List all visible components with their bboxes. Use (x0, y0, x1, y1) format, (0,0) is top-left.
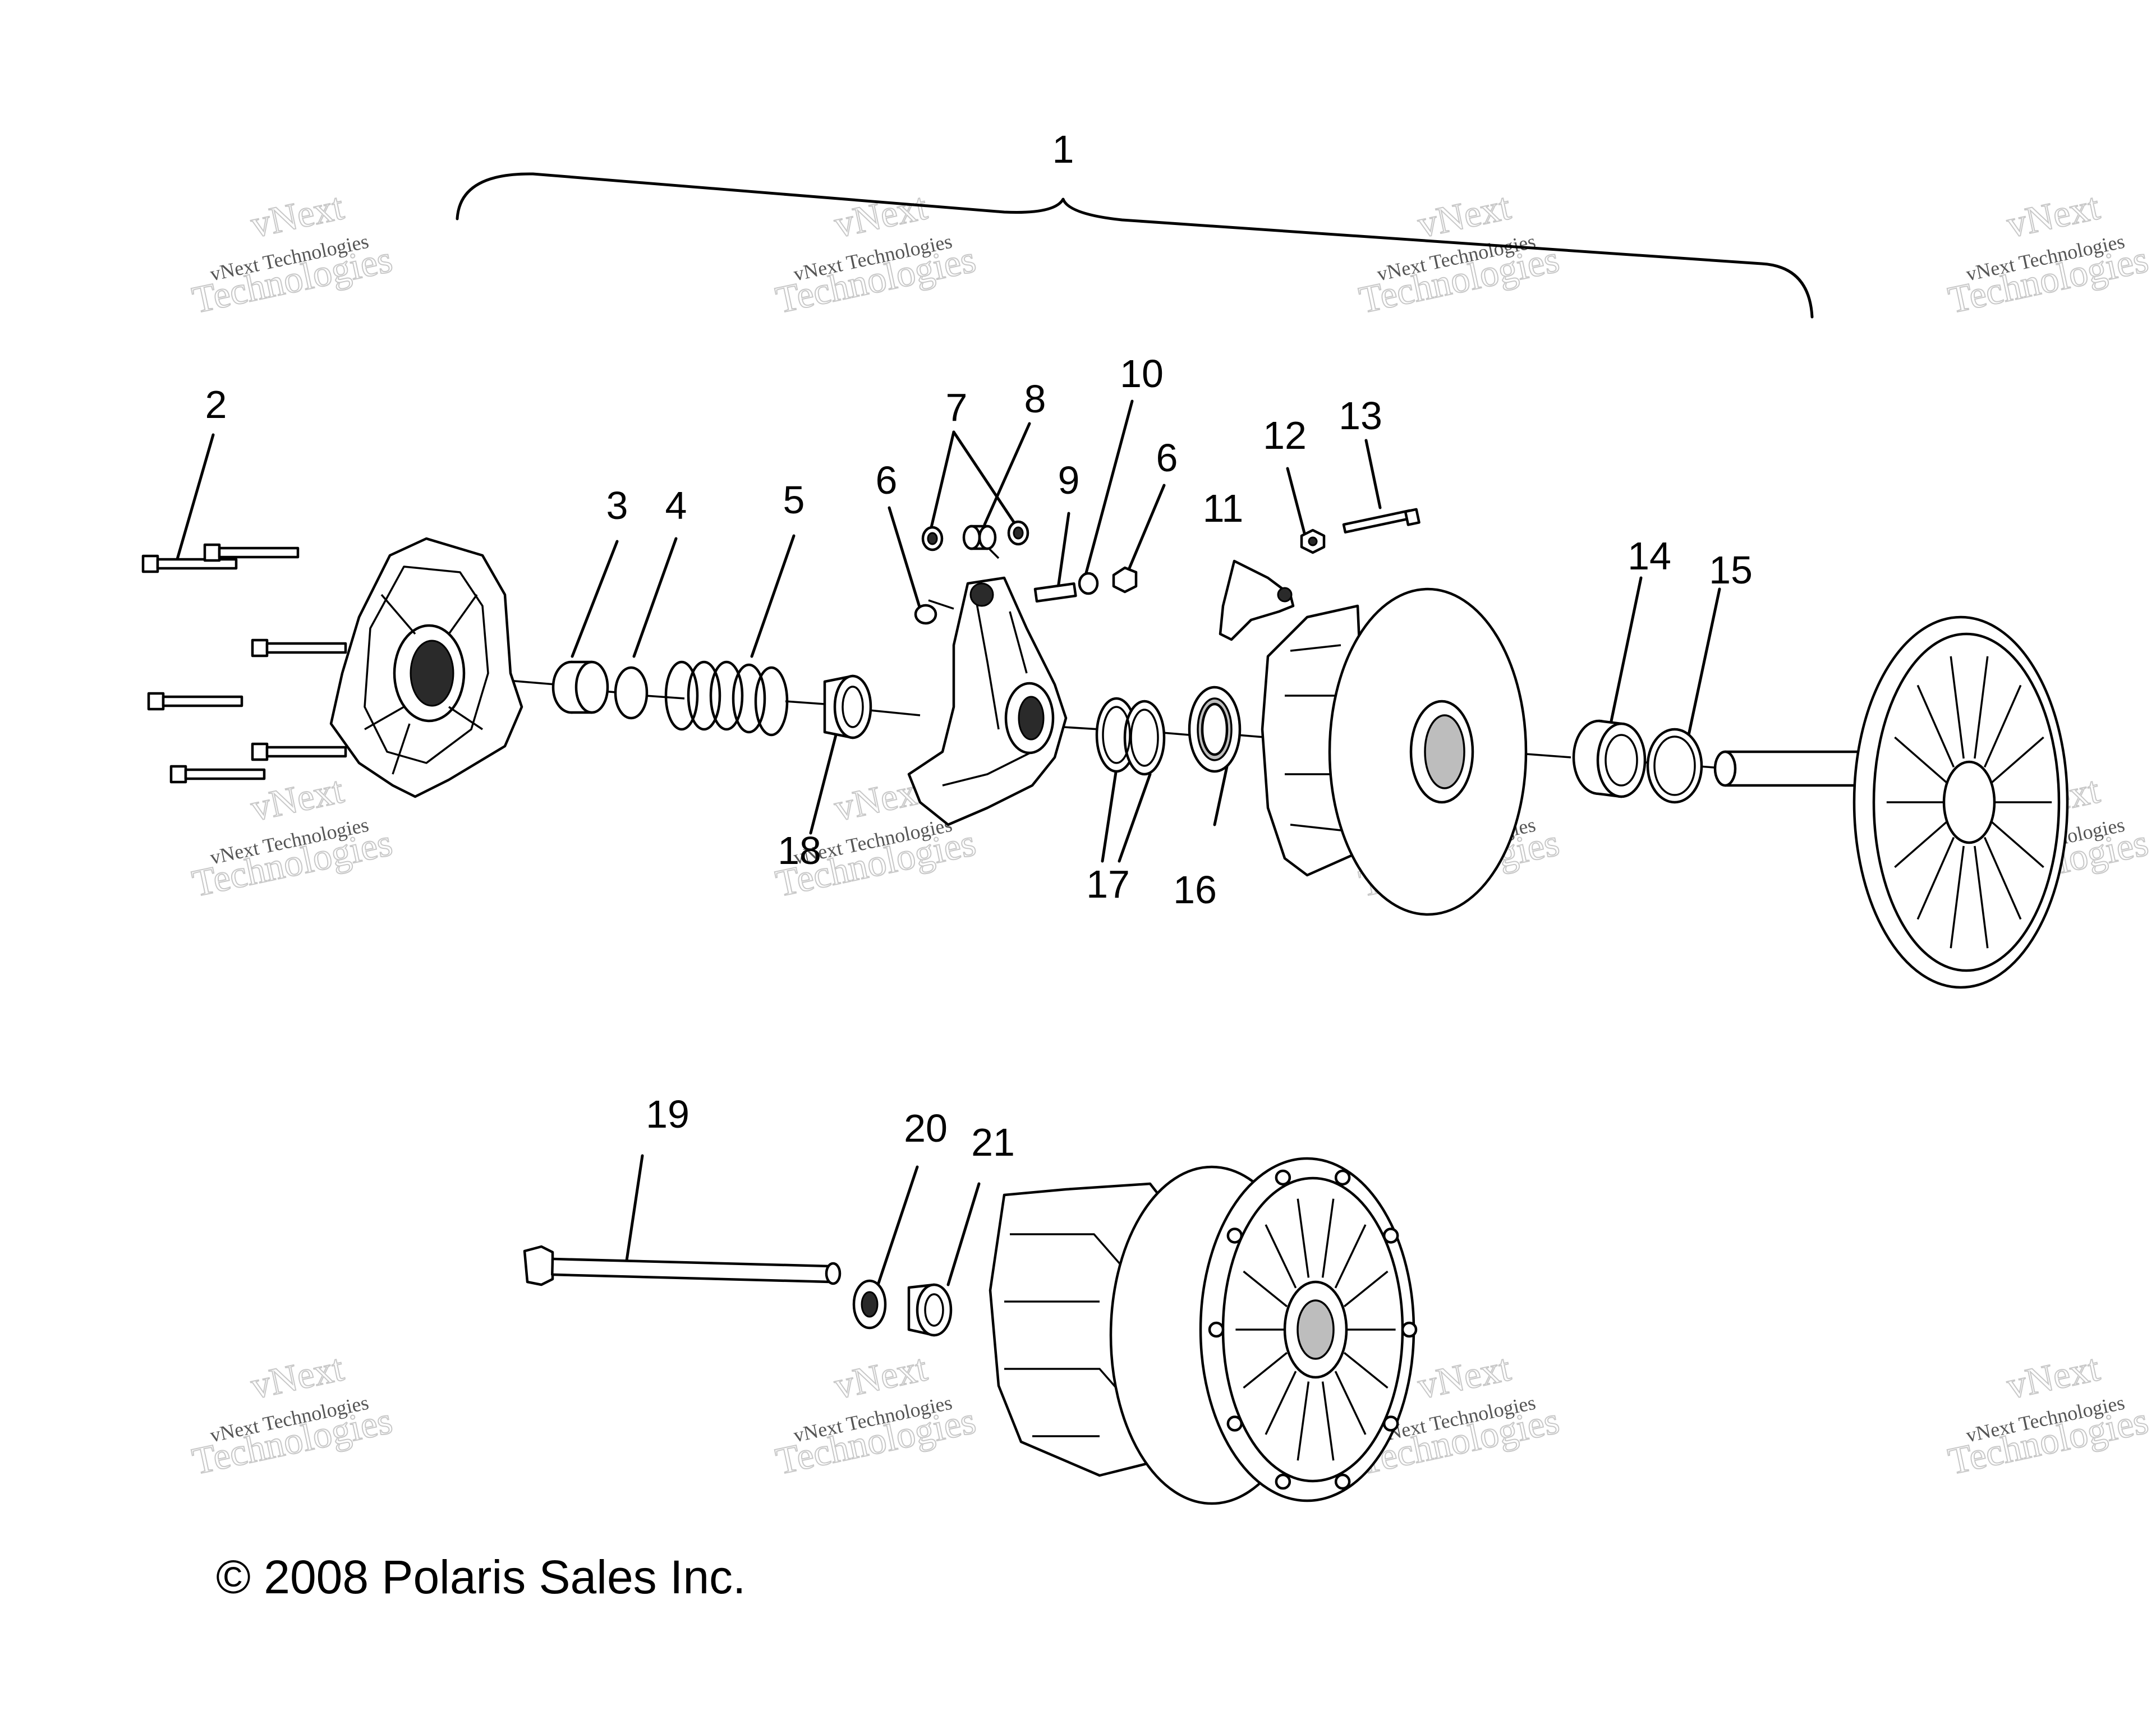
rim-bolt-head (1208, 1321, 1225, 1338)
part-6-button-right (1112, 566, 1138, 594)
spoke (1950, 656, 1965, 759)
callout-19: 19 (646, 1092, 689, 1136)
rim-bolt-head (1226, 1415, 1243, 1432)
spoke (1990, 821, 2044, 868)
spoke (1343, 1351, 1389, 1389)
small-parts-group (914, 520, 1138, 625)
spoke (1334, 1224, 1367, 1289)
spoke (1983, 684, 2022, 768)
spoke (1265, 1371, 1297, 1435)
part-19-bolt (523, 1245, 842, 1286)
spoke (1950, 845, 1965, 949)
spoke (1343, 1270, 1389, 1308)
rim-bolt-head (1275, 1473, 1291, 1490)
part-6-button-left (914, 604, 937, 625)
fixed-sheave (1713, 615, 2069, 989)
copyright-notice: © 2008 Polaris Sales Inc. (216, 1551, 746, 1603)
spoke (1916, 836, 1955, 920)
spoke (1894, 736, 1948, 784)
spoke (1297, 1198, 1310, 1278)
spoke (1983, 836, 2022, 920)
leader-lines (175, 399, 1721, 1286)
rim-bolt-head (1334, 1169, 1351, 1186)
callout-8: 8 (1024, 377, 1046, 421)
spoke (1265, 1224, 1297, 1289)
bolts (141, 543, 347, 784)
callout-20: 20 (904, 1106, 948, 1150)
spoke (1974, 656, 1989, 759)
part-15-seal (1646, 728, 1703, 804)
rim-bolt-head (1401, 1321, 1418, 1338)
spoke (1334, 1371, 1367, 1435)
callout-10: 10 (1120, 352, 1164, 396)
callout-4: 4 (665, 484, 687, 527)
callout-16: 16 (1173, 868, 1217, 912)
part-9-pin (1033, 582, 1077, 603)
callout-5: 5 (783, 478, 805, 522)
assembly-brace (456, 172, 1814, 319)
callout-13: 13 (1339, 394, 1382, 438)
spoke (1321, 1198, 1335, 1278)
callout-14: 14 (1628, 534, 1671, 578)
part-8-roller (962, 525, 997, 550)
spoke (1243, 1270, 1288, 1308)
spoke (1990, 736, 2044, 784)
callout-15: 15 (1709, 548, 1753, 592)
part-17-washers (1095, 697, 1166, 776)
spoke (1916, 684, 1955, 768)
spoke (1243, 1351, 1288, 1389)
part-10-washer (1078, 572, 1099, 595)
callout-9: 9 (1058, 458, 1080, 502)
callout-1: 1 (1052, 127, 1074, 171)
assembled-clutch (989, 1157, 1418, 1505)
spider-body (907, 576, 1068, 826)
part-12-nut (1300, 528, 1326, 554)
spoke (1974, 845, 1989, 949)
part-13-bolt (1342, 508, 1421, 534)
part-3-ring (551, 660, 609, 714)
rim-bolt-head (1275, 1169, 1291, 1186)
rim-bolt-head (1226, 1228, 1243, 1244)
part-16-bearing (1188, 686, 1242, 773)
callout-6-left: 6 (876, 458, 898, 502)
callout-11: 11 (1203, 486, 1244, 530)
spoke (1894, 821, 1948, 868)
rim-bolt-head (1382, 1228, 1399, 1244)
callout-labels: 1 2 3 4 5 6 7 8 9 10 6 11 12 13 14 15 16… (205, 127, 1753, 1164)
callout-12: 12 (1263, 413, 1307, 457)
callout-2: 2 (205, 383, 227, 426)
part-20-washer (852, 1279, 887, 1330)
callout-7: 7 (946, 385, 968, 429)
spoke (1297, 1381, 1310, 1461)
callout-6-right: 6 (1156, 436, 1178, 480)
callout-3: 3 (606, 484, 628, 527)
rim-bolt-head (1382, 1415, 1399, 1432)
callout-17: 17 (1086, 862, 1130, 906)
part-21-spacer (907, 1283, 953, 1337)
part-14-bushing (1572, 719, 1647, 798)
moveable-sheave (1261, 587, 1528, 916)
callout-21: 21 (971, 1120, 1015, 1164)
part-11-weight (1219, 559, 1295, 641)
spoke (1321, 1381, 1335, 1461)
part-4-snap-ring (614, 666, 649, 720)
part-5-spring (664, 660, 789, 737)
rim-bolt-head (1334, 1473, 1351, 1490)
part-18-bushing (823, 674, 872, 739)
callout-18: 18 (778, 829, 821, 872)
spider-cover-housing (329, 537, 523, 798)
